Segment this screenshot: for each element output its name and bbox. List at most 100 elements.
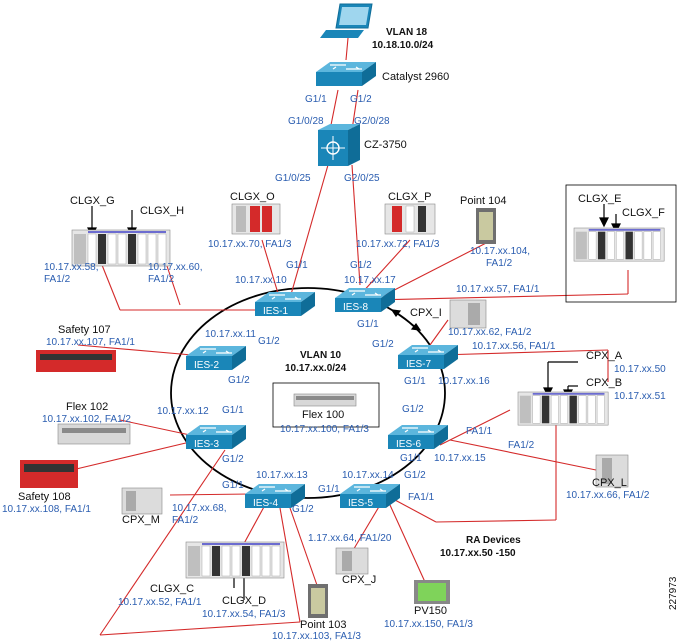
port-cat-g12: G1/2	[350, 94, 372, 105]
cpx-i-address: 10.17.xx.62, FA1/2	[448, 327, 532, 338]
ies5-ip: 10.17.xx.14	[342, 470, 394, 481]
clgx-h-port: FA1/2	[148, 274, 175, 285]
port-cz-g2025: G2/0/25	[344, 173, 380, 184]
ies-8-name: IES-8	[343, 302, 368, 313]
cpx-i-name: CPX_I	[410, 307, 442, 319]
point-103-io-icon	[308, 584, 328, 618]
cpx-m-name: CPX_M	[122, 514, 160, 526]
clgx-g-name: CLGX_G	[70, 195, 115, 207]
clgx-g-ip: 10.17.xx.58,	[44, 262, 98, 273]
ies8-ip: 10.17.xx.17	[344, 275, 396, 286]
ies6-port-g11: G1/1	[400, 453, 422, 464]
safety-108-name: Safety 108	[18, 491, 71, 503]
cpx-a-name: CPX_A	[586, 350, 623, 362]
ies2-port-g12: G1/2	[228, 375, 250, 386]
cpx-a-ip: 10.17.xx.50	[614, 364, 666, 375]
ies3-ip: 10.17.xx.12	[157, 406, 209, 417]
laptop-icon	[320, 3, 373, 38]
cpx-b-name: CPX_B	[586, 377, 622, 389]
clgx-c-name: CLGX_C	[150, 583, 194, 595]
cpx-j-address: 1.17.xx.64, FA1/20	[308, 533, 392, 544]
cpx-b-ip: 10.17.xx.51	[614, 391, 666, 402]
clgx-h-ip: 10.17.xx.60,	[148, 262, 202, 273]
clgx-c-d-controller-icon	[185, 541, 285, 579]
ies5-port-g12: G1/2	[404, 470, 426, 481]
ies1-port-g11: G1/1	[286, 260, 308, 271]
clgx-d-address: 10.17.xx.54, FA1/3	[202, 609, 286, 620]
safety-107-io-icon	[36, 350, 116, 372]
cz-3750-switch-icon	[318, 124, 360, 166]
ies6-port-g12: G1/2	[402, 404, 424, 415]
vlan10-title: VLAN 10	[300, 350, 342, 361]
ies3-port-g11: G1/1	[222, 405, 244, 416]
ies-2-name: IES-2	[194, 360, 219, 371]
clgx-e-f-enclosure	[565, 184, 677, 303]
point-103-address: 10.17.xx.103, FA1/3	[272, 631, 361, 642]
cz-name: CZ-3750	[364, 139, 407, 151]
flex-100-address: 10.17.xx.100, FA1/3	[280, 424, 369, 435]
cpx-l-device-icon	[595, 454, 629, 488]
ies8-port-g12: G1/2	[350, 260, 372, 271]
clgx-h-name: CLGX_H	[140, 205, 184, 217]
point-104-ip: 10.17.xx.104,	[470, 246, 530, 257]
ies4-port-g11: G1/1	[222, 480, 244, 491]
flex-102-name: Flex 102	[66, 401, 108, 413]
safety-108-io-icon	[20, 460, 78, 488]
ies1-port-g12: G1/2	[258, 336, 280, 347]
ies7-port-g11: G1/1	[404, 376, 426, 387]
flex-102-io-icon	[57, 423, 131, 445]
clgx-d-name: CLGX_D	[222, 595, 266, 607]
clgx-e-address: 10.17.xx.57, FA1/1	[456, 284, 540, 295]
clgx-o-controller-icon	[231, 203, 281, 235]
cpx-m-ip: 10.17.xx.68,	[172, 503, 226, 514]
port-cat-g11: G1/1	[305, 94, 327, 105]
ies6-ip: 10.17.xx.15	[434, 453, 486, 464]
flex-100-name: Flex 100	[302, 409, 344, 421]
ies2-ip: 10.17.xx.11	[205, 329, 256, 340]
ies-1-name: IES-1	[263, 306, 288, 317]
cpx-a-b-controller-icon	[517, 391, 609, 426]
clgx-g-port: FA1/2	[44, 274, 71, 285]
point-103-name: Point 103	[300, 619, 346, 631]
cpx-m-device-icon	[121, 487, 163, 515]
clgx-f-name: CLGX_F	[622, 207, 665, 219]
ra-range: 10.17.xx.50 -150	[440, 548, 516, 559]
ies1-ip: 10.17.xx.10	[235, 275, 287, 286]
clgx-e-f-controller-icon	[573, 227, 665, 262]
cpx-a-address: 10.17.xx.56, FA1/1	[472, 341, 556, 352]
safety-108-address: 10.17.xx.108, FA1/1	[2, 504, 91, 515]
clgx-p-name: CLGX_P	[388, 191, 431, 203]
port-cz-g1025: G1/0/25	[275, 173, 311, 184]
pv150-address: 10.17.xx.150, FA1/3	[384, 619, 473, 630]
port-cz-g2028: G2/0/28	[354, 116, 390, 127]
pv150-name: PV150	[414, 605, 447, 617]
ies-7-name: IES-7	[406, 359, 431, 370]
ra-title: RA Devices	[466, 535, 521, 546]
cpx-j-device-icon	[335, 547, 369, 575]
ies7-ip: 10.17.xx.16	[438, 376, 490, 387]
point-104-port: FA1/2	[486, 258, 513, 269]
ies5-port-g11: G1/1	[318, 484, 340, 495]
safety-107-address: 10.17.xx.107, FA1/1	[46, 337, 135, 348]
ies7-port-g12: G1/2	[372, 339, 394, 350]
ies8-port-g11: G1/1	[357, 319, 379, 330]
safety-107-name: Safety 107	[58, 324, 111, 336]
ies4-port-g12: G1/2	[292, 504, 314, 515]
clgx-e-name: CLGX_E	[578, 193, 621, 205]
catalyst-name: Catalyst 2960	[382, 71, 449, 83]
cpx-l-address: 10.17.xx.66, FA1/2	[566, 490, 650, 501]
red-links	[71, 37, 629, 636]
ies5-fa11: FA1/1	[408, 492, 435, 503]
vlan18-subnet: 10.18.10.0/24	[372, 40, 434, 51]
clgx-o-address: 10.17.xx.70, FA1/3	[208, 239, 292, 250]
ies6-fa11: FA1/1	[466, 426, 493, 437]
ies3-port-g12: G1/2	[222, 454, 244, 465]
ies-4-name: IES-4	[253, 498, 278, 509]
ies-6-name: IES-6	[396, 439, 421, 450]
ies-3-name: IES-3	[194, 439, 219, 450]
clgx-p-controller-icon	[384, 203, 436, 235]
figure-id: 227973	[668, 576, 679, 610]
cpx-j-name: CPX_J	[342, 574, 376, 586]
